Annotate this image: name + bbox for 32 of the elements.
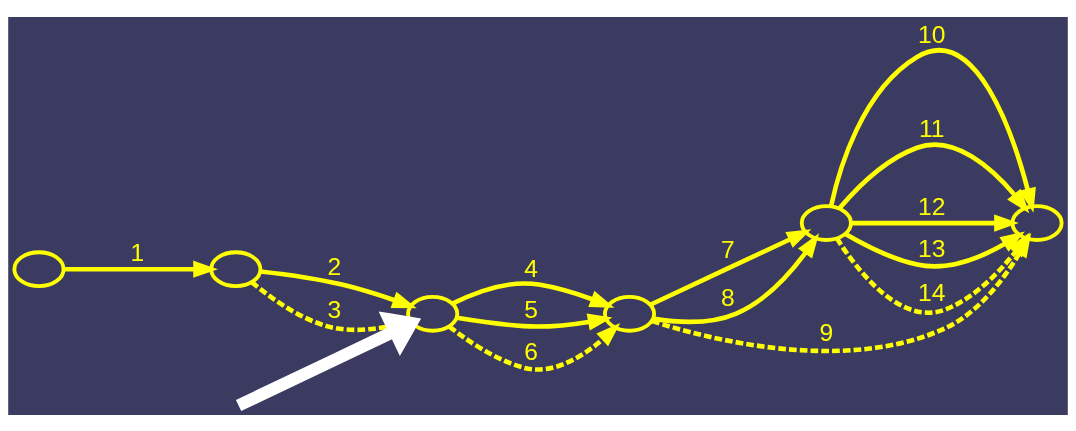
edge-label: 13 xyxy=(918,234,946,262)
edge-label: 9 xyxy=(819,318,834,346)
arrow xyxy=(64,260,218,278)
edge-label: 12 xyxy=(918,192,946,220)
edge-label: 7 xyxy=(721,235,735,263)
arrow xyxy=(837,141,1030,213)
node-circle xyxy=(1010,203,1064,242)
node-circle xyxy=(603,294,657,333)
edge-label: 5 xyxy=(524,295,538,323)
edge-label: 4 xyxy=(524,254,538,282)
arrow xyxy=(649,228,812,307)
arrow xyxy=(844,230,1025,269)
arrow xyxy=(456,313,613,330)
arrow xyxy=(235,310,422,411)
arrow xyxy=(448,322,621,372)
node-circle xyxy=(12,249,66,288)
arrow xyxy=(260,268,417,308)
edge-label: 11 xyxy=(918,114,945,142)
edge-label: 8 xyxy=(721,283,735,311)
arrow xyxy=(828,47,1036,213)
arrow xyxy=(652,232,820,324)
edge-label: 6 xyxy=(524,337,538,365)
arrow xyxy=(451,280,615,308)
node-circle xyxy=(209,249,263,288)
edge-label: 14 xyxy=(918,278,946,306)
edge-label: 1 xyxy=(130,238,145,266)
edge-label: 2 xyxy=(327,252,342,280)
edge-label: 3 xyxy=(327,295,342,323)
edge-label: 10 xyxy=(918,20,946,48)
arrow xyxy=(851,213,1019,232)
node-circle xyxy=(799,203,853,242)
node-circle xyxy=(406,294,460,333)
